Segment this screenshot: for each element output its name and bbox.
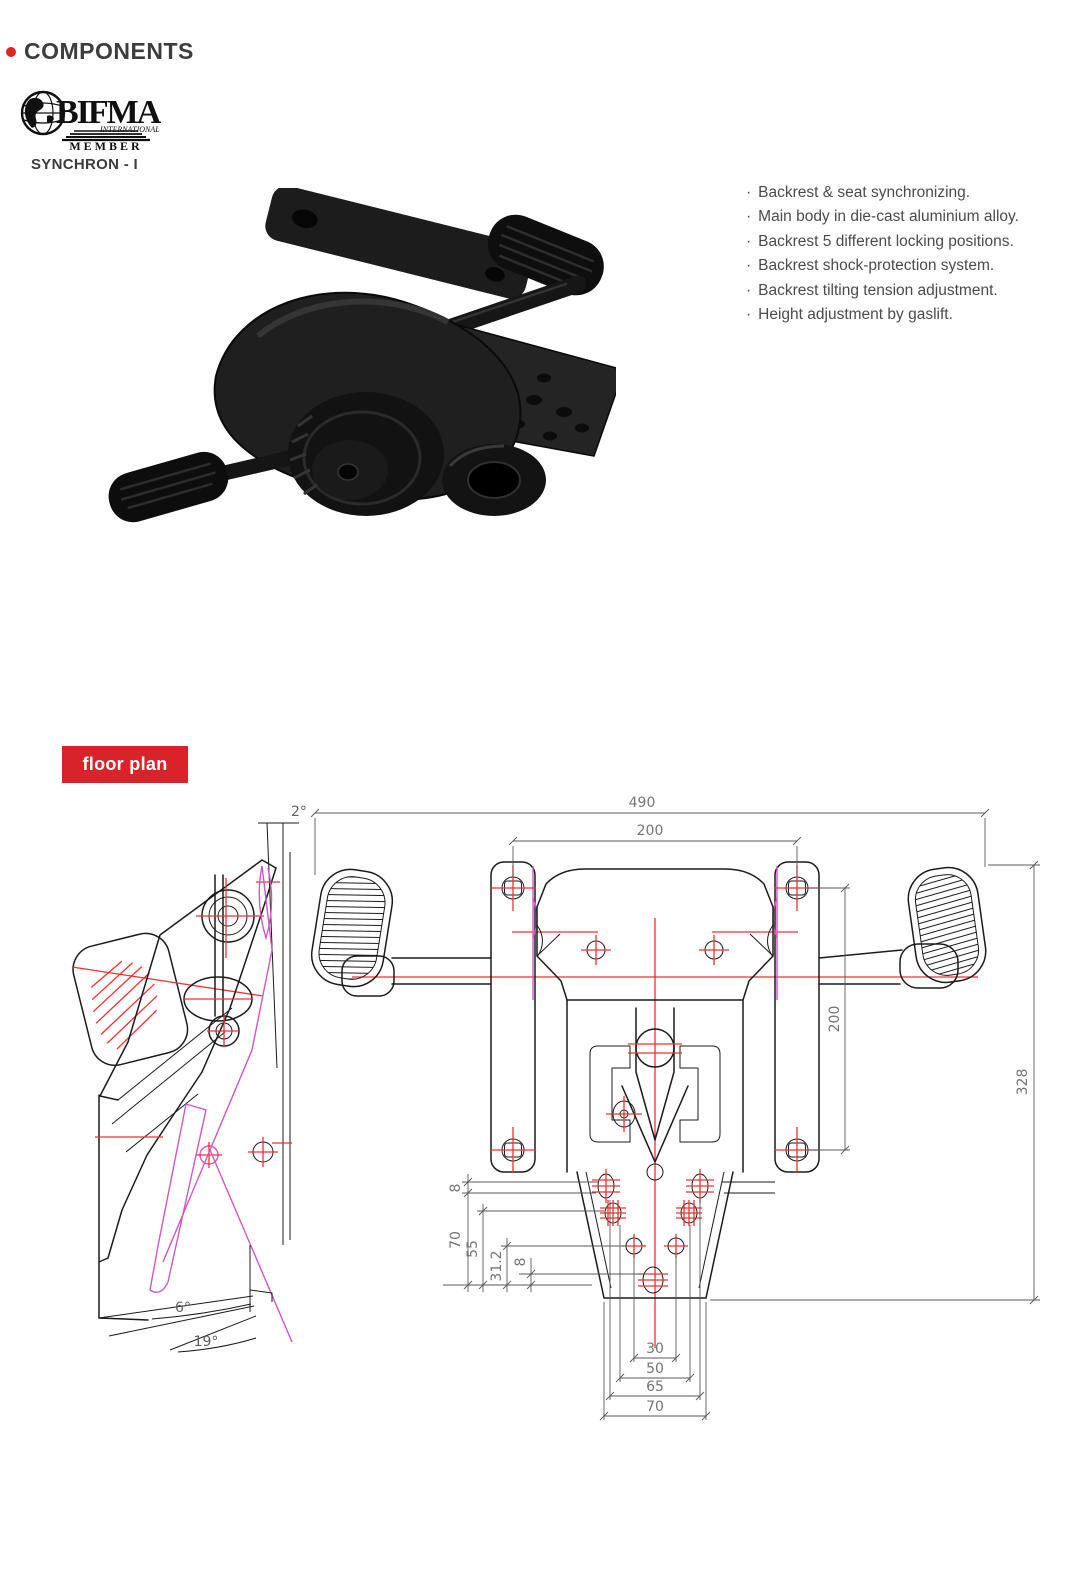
dimension-490: 490 <box>310 795 990 875</box>
red-bullet-icon <box>6 46 16 57</box>
dim-mount-plate-spacing: 200 <box>827 1006 843 1033</box>
photo-right-lever-paddle <box>487 214 604 296</box>
bifma-member-logo: BIFMA INTERNATIONAL MEMBER <box>20 90 164 152</box>
feature-item: · Backrest tilting tension adjustment. <box>746 279 1019 303</box>
feature-bullet: · <box>746 184 752 201</box>
feature-text: Height adjustment by gaslift. <box>758 306 953 324</box>
feature-item: · Backrest & seat synchronizing. <box>746 181 1019 205</box>
photo-tension-knob <box>288 392 444 516</box>
page-title: COMPONENTS <box>24 38 194 64</box>
floor-plan-drawing: 2° <box>71 795 1040 1421</box>
globe-icon <box>20 90 66 136</box>
dim-bottom-65: 65 <box>646 1379 664 1395</box>
feature-list: · Backrest & seat synchronizing. · Main bo… <box>746 181 1019 327</box>
dim-left-31-2: 31.2 <box>489 1250 505 1281</box>
page-header: COMPONENTS <box>6 38 194 65</box>
feature-bullet: · <box>746 257 752 275</box>
feature-item: · Height adjustment by gaslift. <box>746 303 1019 327</box>
photo-gaslift-collar <box>442 444 546 516</box>
dim-bottom-30: 30 <box>646 1341 664 1357</box>
mounting-plate-right <box>772 861 820 1173</box>
logo-member: MEMBER <box>69 139 142 152</box>
dim-left-55: 55 <box>465 1240 481 1258</box>
dim-left-70: 70 <box>448 1231 464 1249</box>
logo-stripes <box>62 130 150 142</box>
feature-text: Main body in die-cast aluminium alloy. <box>758 208 1019 226</box>
feature-text: Backrest tilting tension adjustment. <box>758 281 998 299</box>
dimension-200-vertical: 200 <box>806 883 850 1155</box>
side-sync-angle-label: 6° <box>175 1300 191 1316</box>
dim-left-8a: 8 <box>448 1184 464 1193</box>
dim-overall-width: 490 <box>629 795 656 811</box>
product-photo <box>108 188 616 523</box>
floor-plan-label: floor plan <box>82 754 168 774</box>
side-tension-knob <box>72 932 189 1067</box>
dimension-bottom-stack: 30 50 65 70 <box>599 1200 711 1421</box>
feature-text: Backrest shock-protection system. <box>758 257 995 275</box>
dim-bottom-50: 50 <box>646 1361 664 1377</box>
plan-view: 490 200 200 328 <box>310 795 1040 1421</box>
dimension-left-stack: 8 70 55 31.2 8 <box>443 1174 645 1292</box>
lever-right <box>818 866 987 989</box>
feature-bullet: · <box>746 232 752 250</box>
photo-left-lever-paddle <box>108 451 229 523</box>
feature-item: · Backrest shock-protection system. <box>746 254 1019 278</box>
logo-name: BIFMA <box>56 94 162 131</box>
photo-body-highlight <box>256 298 450 339</box>
dim-left-8b: 8 <box>513 1258 529 1267</box>
feature-text: Backrest & seat synchronizing. <box>758 184 971 201</box>
mounting-plate-left <box>490 861 538 1173</box>
feature-item: · Main body in die-cast aluminium alloy. <box>746 205 1019 229</box>
gaslift-bracket-tail <box>576 1169 734 1299</box>
side-view: 2° <box>71 804 307 1353</box>
floor-plan-badge: floor plan <box>62 746 188 783</box>
dimension-328: 328 <box>710 860 1040 1305</box>
lever-left <box>310 868 492 997</box>
feature-bullet: · <box>746 281 752 299</box>
feature-text: Backrest 5 different locking positions. <box>758 232 1014 250</box>
dimension-200-horizontal: 200 <box>508 823 802 876</box>
product-name: SYNCHRON - I <box>31 156 138 173</box>
side-back-angle-label: 2° <box>291 804 307 820</box>
feature-bullet: · <box>746 208 752 226</box>
feature-item: · Backrest 5 different locking positions. <box>746 230 1019 254</box>
side-tilt-angle-label: 19° <box>194 1334 219 1350</box>
logo-subtitle: INTERNATIONAL <box>99 125 160 134</box>
feature-bullet: · <box>746 306 752 324</box>
dim-bottom-70: 70 <box>646 1399 664 1415</box>
dim-mount-hole-spacing: 200 <box>637 823 664 839</box>
photo-back-bracket <box>265 188 533 299</box>
dim-overall-depth: 328 <box>1015 1069 1031 1096</box>
